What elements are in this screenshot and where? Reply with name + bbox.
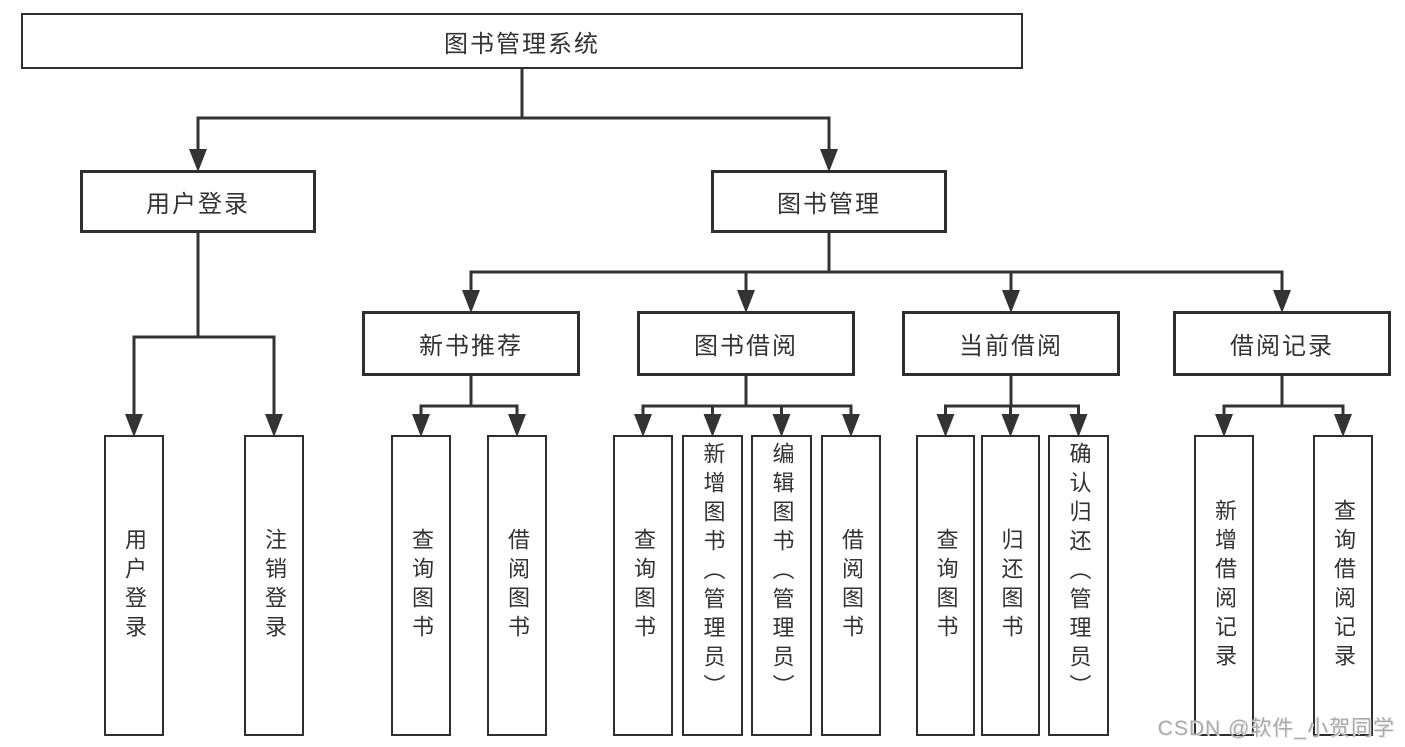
arrowhead-icon — [1273, 290, 1291, 313]
node-leaf-confirm-return: 确认归还（管理员） — [1048, 435, 1109, 736]
node-label: 查询图书 — [631, 527, 656, 644]
arrowhead-icon — [265, 414, 283, 437]
node-label: 归还图书 — [998, 527, 1024, 644]
arrowhead-icon — [462, 290, 480, 313]
node-label: 查询借阅记录 — [1331, 498, 1356, 673]
node-label: 图书借阅 — [694, 333, 798, 360]
node-leaf-query-books-1: 查询图书 — [391, 435, 451, 736]
node-label: 新书推荐 — [419, 333, 523, 360]
arrowhead-icon — [820, 149, 838, 172]
arrowhead-icon — [125, 414, 143, 437]
node-label: 查询图书 — [409, 527, 434, 644]
arrowhead-icon — [936, 414, 955, 437]
node-leaf-query-books-2: 查询图书 — [613, 435, 673, 736]
node-label: 查询图书 — [933, 527, 959, 644]
node-label: 图书管理 — [777, 191, 881, 218]
node-label: 新增借阅记录 — [1212, 498, 1237, 673]
node-leaf-borrow-books-1: 借阅图书 — [487, 435, 547, 736]
node-label: 编辑图书（管理员） — [769, 442, 795, 703]
node-root: 图书管理系统 — [21, 13, 1023, 69]
arrowhead-icon — [1001, 414, 1020, 437]
node-leaf-query-borrow-record: 查询借阅记录 — [1313, 435, 1373, 736]
node-leaf-logout: 注销登录 — [244, 435, 304, 736]
node-label: 新增图书（管理员） — [700, 442, 726, 703]
arrowhead-icon — [703, 414, 722, 437]
node-label: 注销登录 — [262, 527, 287, 644]
node-label: 确认归还（管理员） — [1066, 442, 1092, 703]
node-leaf-user-login: 用户登录 — [104, 435, 164, 736]
arrowhead-icon — [412, 414, 430, 437]
arrowhead-icon — [508, 414, 526, 437]
arrowhead-icon — [772, 414, 791, 437]
node-label: 当前借阅 — [959, 333, 1063, 360]
node-label: 用户登录 — [122, 527, 147, 644]
node-label: 借阅记录 — [1230, 333, 1334, 360]
node-label: 用户登录 — [146, 191, 250, 218]
arrowhead-icon — [1069, 414, 1088, 437]
node-leaf-query-books-3: 查询图书 — [916, 435, 975, 736]
node-label: 借阅图书 — [839, 527, 864, 644]
watermark: CSDN @软件_小贺同学 — [1157, 717, 1395, 740]
arrowhead-icon — [842, 414, 860, 437]
node-leaf-edit-books: 编辑图书（管理员） — [751, 435, 812, 736]
arrowhead-icon — [737, 290, 755, 313]
node-leaf-add-borrow-record: 新增借阅记录 — [1194, 435, 1254, 736]
node-leaf-borrow-books-2: 借阅图书 — [821, 435, 881, 736]
node-borrow-records: 借阅记录 — [1173, 311, 1391, 376]
node-label: 图书管理系统 — [444, 30, 600, 58]
node-new-book-rec: 新书推荐 — [362, 311, 580, 376]
arrowhead-icon — [189, 149, 207, 172]
node-user-login: 用户登录 — [80, 170, 316, 233]
node-book-mgmt: 图书管理 — [711, 170, 947, 233]
node-current-borrow: 当前借阅 — [902, 311, 1120, 376]
node-leaf-return-books: 归还图书 — [981, 435, 1040, 736]
arrowhead-icon — [1334, 414, 1352, 437]
arrowhead-icon — [1002, 290, 1020, 313]
node-book-borrow: 图书借阅 — [637, 311, 855, 376]
arrowhead-icon — [1215, 414, 1233, 437]
node-label: 借阅图书 — [505, 527, 530, 644]
node-leaf-add-books: 新增图书（管理员） — [682, 435, 743, 736]
arrowhead-icon — [634, 414, 652, 437]
